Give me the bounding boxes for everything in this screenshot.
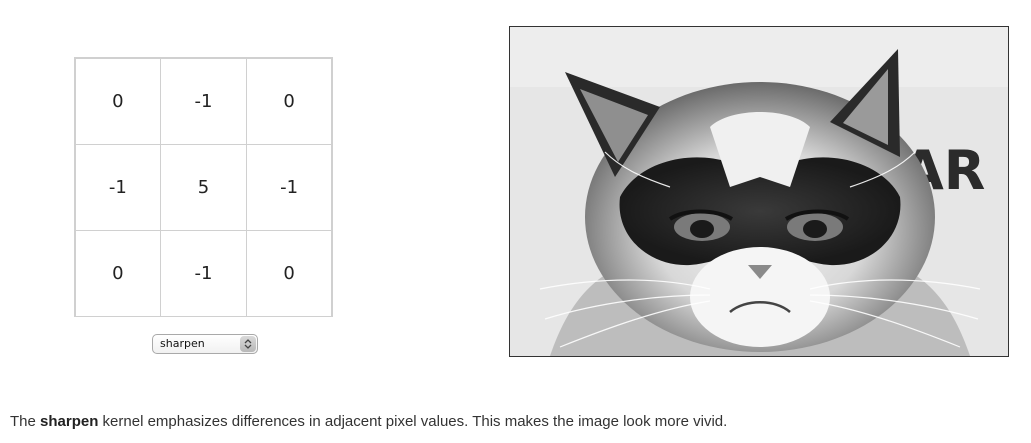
description-suffix: kernel emphasizes differences in adjacen… bbox=[98, 413, 728, 430]
kernel-cell-1-0[interactable]: -1 bbox=[74, 143, 162, 231]
filtered-image: AR bbox=[509, 26, 1009, 357]
filter-select[interactable]: sharpen bbox=[152, 334, 258, 354]
kernel-description: The sharpen kernel emphasizes difference… bbox=[10, 413, 727, 430]
kernel-cell-0-1[interactable]: -1 bbox=[160, 57, 247, 145]
updown-chevron-icon bbox=[240, 336, 256, 352]
kernel-cell-2-2[interactable]: 0 bbox=[245, 229, 333, 317]
filter-select-value: sharpen bbox=[160, 337, 205, 350]
kernel-cell-2-1[interactable]: -1 bbox=[160, 229, 247, 317]
kernel-cell-1-1[interactable]: 5 bbox=[160, 143, 247, 231]
kernel-cell-1-2[interactable]: -1 bbox=[245, 143, 333, 231]
description-kernel-name: sharpen bbox=[40, 413, 99, 430]
kernel-cell-2-0[interactable]: 0 bbox=[74, 229, 162, 317]
description-prefix: The bbox=[10, 413, 41, 430]
kernel-cell-0-2[interactable]: 0 bbox=[245, 57, 333, 145]
kernel-matrix: 0 -1 0 -1 5 -1 0 -1 0 bbox=[74, 57, 333, 317]
kernel-cell-0-0[interactable]: 0 bbox=[74, 57, 162, 145]
